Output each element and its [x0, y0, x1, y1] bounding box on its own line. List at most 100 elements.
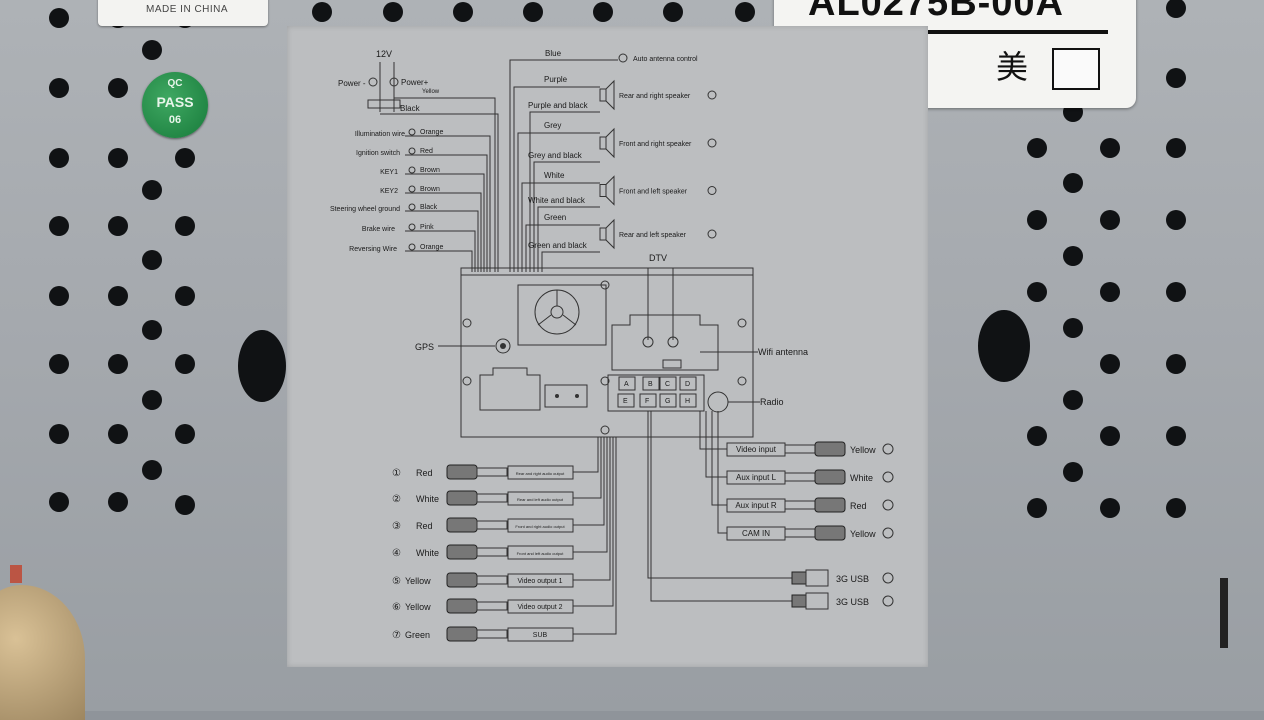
vent-hole — [1063, 318, 1083, 338]
usb-number-icon — [882, 572, 894, 584]
speaker-wire-line — [537, 206, 600, 272]
usb-wire-line — [647, 411, 792, 579]
usb-plug-icon — [791, 594, 807, 608]
connector-letter: E — [623, 398, 628, 405]
vent-hole — [593, 2, 613, 22]
vent-hole — [1100, 426, 1120, 446]
vent-hole — [663, 2, 683, 22]
vent-hole — [142, 390, 162, 410]
input-label: CAM IN — [742, 529, 770, 538]
wire-number-icon — [408, 203, 416, 211]
rca-jack-icon — [814, 469, 846, 485]
vent-hole — [1063, 173, 1083, 193]
vent-hole — [1166, 498, 1186, 518]
connector-letter: C — [665, 381, 670, 388]
vent-hole — [1027, 210, 1047, 230]
vent-hole — [108, 424, 128, 444]
vent-hole — [49, 148, 69, 168]
vent-hole — [1063, 246, 1083, 266]
model-number: AL0275B-00A — [808, 0, 1064, 24]
connector-letter: F — [645, 398, 649, 405]
input-wire-line — [699, 411, 727, 450]
usb-connector — [805, 569, 829, 587]
speaker-number-icon — [707, 229, 717, 239]
vent-hole — [523, 2, 543, 22]
rca-cable — [784, 528, 816, 538]
speaker-number-icon — [707, 90, 717, 100]
speaker-wire-line — [521, 182, 600, 272]
vent-hole — [1166, 68, 1186, 88]
rca-cable — [476, 575, 508, 585]
usb-wire-line — [650, 411, 792, 602]
input-number-icon — [882, 499, 894, 511]
output-label: Rear and right audio output — [516, 471, 565, 476]
speaker-negative-label: Green and black — [528, 241, 588, 250]
vent-hole — [142, 250, 162, 270]
speaker-positive-label: Purple — [544, 75, 568, 84]
connector-letter: A — [624, 381, 629, 388]
vent-hole — [108, 354, 128, 374]
input-number-icon — [882, 471, 894, 483]
vent-hole — [1063, 390, 1083, 410]
wire-name-label: Reversing Wire — [349, 246, 397, 253]
speaker-positive-label: Grey — [544, 121, 561, 130]
rca-plug-icon — [446, 572, 478, 588]
input-number-icon — [882, 527, 894, 539]
rca-jack-icon — [814, 497, 846, 513]
output-wire-line — [573, 437, 617, 635]
vent-hole — [1100, 354, 1120, 374]
power-minus-label: Power - — [338, 79, 366, 88]
wire-number-icon — [408, 166, 416, 174]
vent-hole — [1100, 138, 1120, 158]
output-wire-line — [573, 437, 611, 581]
output-color-label: White — [416, 548, 439, 558]
rca-plug-icon — [446, 598, 478, 614]
sticker-pass-text: PASS — [156, 94, 194, 110]
vent-hole — [142, 40, 162, 60]
input-number-icon — [882, 443, 894, 455]
output-color-label: Red — [416, 521, 433, 531]
connector-pin-box — [639, 393, 657, 408]
vent-hole — [108, 286, 128, 306]
sticker-number-text: 06 — [168, 114, 182, 126]
connector-pin-box — [659, 393, 677, 408]
vent-hole — [142, 320, 162, 340]
output-color-label: Yellow — [405, 576, 431, 586]
wire-name-label: Steering wheel ground — [330, 206, 400, 213]
vent-hole — [175, 286, 195, 306]
wire-color-label: Red — [420, 148, 433, 155]
head-unit-body — [460, 274, 754, 438]
speaker-positive-label: White — [544, 171, 565, 180]
usb-connector — [805, 592, 829, 610]
vent-hole — [1166, 0, 1186, 18]
wifi-antenna-label: Wifi antenna — [758, 347, 808, 357]
wire-name-label: KEY1 — [380, 169, 398, 176]
output-number: ⑤ — [392, 576, 401, 587]
rca-jack-icon — [814, 525, 846, 541]
vent-hole — [108, 216, 128, 236]
speaker-label: Front and left speaker — [619, 189, 688, 196]
output-number: ④ — [392, 548, 401, 559]
wire-line — [405, 154, 488, 272]
wire-color-label: Orange — [420, 244, 443, 251]
vent-hole — [1166, 210, 1186, 230]
input-color-label: White — [850, 473, 873, 483]
rca-cable — [476, 547, 508, 557]
speaker-wire-line — [517, 132, 600, 272]
speaker-number-icon — [707, 186, 717, 195]
vent-hole — [142, 460, 162, 480]
speaker-negative-label: Purple and black — [528, 101, 589, 110]
output-wire-line — [573, 437, 599, 473]
input-label: Aux input L — [736, 473, 777, 482]
wire-color-label: Orange — [420, 129, 443, 136]
vent-hole — [108, 148, 128, 168]
wire-name-label: Brake wire — [362, 226, 395, 233]
connector-pin-box — [617, 393, 635, 408]
output-number: ① — [392, 468, 401, 479]
output-label: Video output 1 — [517, 578, 562, 585]
vent-hole — [108, 78, 128, 98]
vent-hole — [1100, 210, 1120, 230]
vent-hole — [735, 2, 755, 22]
rca-plug-icon — [446, 490, 478, 506]
